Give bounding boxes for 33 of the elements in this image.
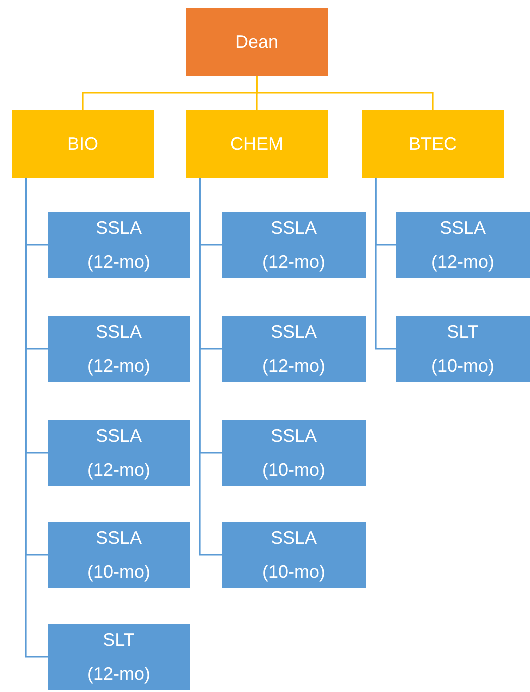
position-box: [222, 212, 366, 278]
connector-line: [375, 178, 396, 350]
node-label: BIO: [67, 132, 98, 156]
department-box: [186, 110, 328, 178]
node-label: BTEC: [408, 132, 457, 156]
position-box: [48, 316, 190, 382]
dean-box: [186, 8, 328, 76]
position-box: [48, 624, 190, 690]
node-label: SSLA (12-mo): [262, 217, 326, 274]
position-box: [48, 420, 190, 486]
position-box: [222, 522, 366, 588]
node-label: Dean: [235, 30, 279, 54]
node-label: CHEM: [230, 132, 284, 156]
position-box: [48, 522, 190, 588]
position-box: [396, 316, 530, 382]
node-label: SLT (10-mo): [430, 321, 496, 378]
node-label: SLT (12-mo): [86, 629, 152, 686]
department-box: [12, 110, 154, 178]
position-box: [48, 212, 190, 278]
connector-line: [199, 178, 222, 556]
node-label: SSLA (12-mo): [262, 321, 326, 378]
position-box: [222, 316, 366, 382]
department-box: [362, 110, 504, 178]
node-label: SSLA (10-mo): [86, 527, 152, 584]
node-label: SSLA (12-mo): [430, 217, 496, 274]
position-box: [396, 212, 530, 278]
node-label: SSLA (12-mo): [86, 217, 152, 274]
node-label: SSLA (10-mo): [262, 425, 326, 482]
node-label: SSLA (12-mo): [86, 321, 152, 378]
node-label: SSLA (12-mo): [86, 425, 152, 482]
node-label: SSLA (10-mo): [262, 527, 326, 584]
connector-line: [256, 76, 434, 110]
position-box: [222, 420, 366, 486]
